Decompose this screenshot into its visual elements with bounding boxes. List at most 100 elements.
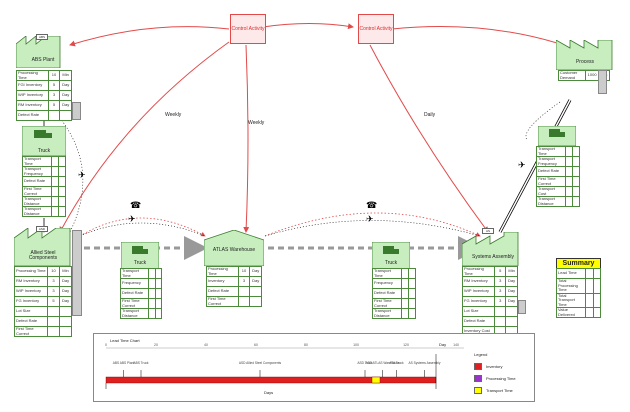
tick-label: 120 bbox=[403, 343, 409, 347]
factory-name: Allied Steel Components bbox=[28, 250, 58, 261]
transport-segment bbox=[371, 376, 381, 384]
table-row: First Time Correct bbox=[22, 186, 66, 197]
table-row: Transport Frequency bbox=[22, 166, 66, 177]
phone-icon: ☎ bbox=[366, 201, 377, 211]
tick-label: 60 bbox=[254, 343, 258, 347]
factory-icon bbox=[462, 232, 519, 266]
legend-item: Transport Time bbox=[474, 387, 524, 394]
table-row: First Time Correct bbox=[372, 298, 416, 309]
table-row: Defect Rate bbox=[206, 286, 262, 297]
table-row: Transport Distance bbox=[372, 308, 416, 319]
stage-label: ABS Truck bbox=[133, 361, 148, 365]
table-row: Total Processing Time bbox=[555, 278, 601, 294]
tick-label: 140 bbox=[453, 343, 459, 347]
table-row: Defect Rate bbox=[16, 110, 72, 121]
electronic-info-2 bbox=[79, 222, 206, 237]
pull-arc-1 bbox=[79, 217, 206, 237]
table-row: Transport Time bbox=[22, 156, 66, 167]
inventory-bar bbox=[72, 230, 82, 316]
factory-badge: ABS bbox=[36, 34, 48, 40]
table-row: Transport Time bbox=[536, 146, 580, 157]
stage-label: AS Systems Assembly bbox=[409, 361, 441, 365]
legend-item: Inventory bbox=[474, 363, 524, 370]
legend: Legend Inventory Processing Time Transpo… bbox=[474, 352, 524, 399]
table-row: Total Transport Time bbox=[555, 292, 601, 308]
inventory-bar bbox=[72, 102, 81, 120]
tick-label: 20 bbox=[154, 343, 158, 347]
info-flow-warehouse bbox=[243, 44, 250, 233]
phone-icon: ☎ bbox=[130, 201, 141, 211]
table-row: Frequency bbox=[120, 278, 163, 289]
lead-time-title: Lead Time Chart bbox=[110, 338, 140, 343]
table-row: Value Delivered bbox=[555, 307, 601, 318]
table-row: First Time Correct bbox=[206, 296, 262, 307]
factory-badge: ASD bbox=[36, 226, 48, 232]
table-row: Defect Rate bbox=[372, 288, 416, 299]
schedule-label: Daily bbox=[424, 112, 436, 118]
info-flow-systems bbox=[369, 44, 489, 233]
stage-label: ATA Truck bbox=[389, 361, 404, 365]
truck-name: Truck bbox=[384, 260, 398, 266]
info-flow-allied bbox=[59, 41, 230, 233]
truck-icon bbox=[22, 126, 66, 156]
control-box: Control Activity bbox=[357, 13, 394, 44]
schedule-label: Weekly bbox=[248, 120, 265, 126]
stage-label: ASD Allied Steel Components bbox=[239, 361, 282, 365]
summary-data-box: Lead Time Total Processing Time Total Tr… bbox=[555, 268, 601, 318]
legend-title: Legend bbox=[474, 352, 488, 357]
info-flow-controls bbox=[262, 23, 354, 30]
truck4-data-box: Transport Time Transport Frequency Defec… bbox=[536, 146, 580, 207]
warehouse-name: ATLAS Warehouse bbox=[212, 247, 256, 253]
table-row: Frequency bbox=[372, 278, 416, 289]
truck-icon bbox=[538, 126, 576, 146]
lead-time-bar bbox=[105, 376, 437, 384]
table-row: Transport Distance bbox=[22, 206, 66, 217]
truck1-data-box: Transport Time Transport Frequency Defec… bbox=[22, 156, 66, 217]
table-row: Transport Distance bbox=[120, 308, 163, 319]
table-row: First Time Correct bbox=[14, 326, 72, 337]
airplane-icon: ✈ bbox=[78, 171, 86, 181]
table-row: Defect Rate bbox=[536, 166, 580, 177]
table-row: Transport Frequency bbox=[536, 156, 580, 167]
lead-time-total: Day bbox=[439, 342, 447, 347]
table-row: Lot Size bbox=[461, 306, 518, 317]
inventory-bar bbox=[518, 300, 526, 314]
tick-label: 40 bbox=[204, 343, 208, 347]
table-row: Defect Rate bbox=[14, 316, 72, 327]
factory-badge: AS bbox=[482, 228, 494, 234]
lead-time-bottom-label: Days bbox=[264, 390, 274, 395]
table-row: Transport Time bbox=[372, 268, 416, 279]
info-flow-abs bbox=[69, 26, 230, 47]
factory-name: Systems Assembly bbox=[472, 254, 514, 260]
inventory-bar bbox=[598, 70, 607, 94]
control-box: Control Activity bbox=[229, 13, 266, 44]
stage-label: ABS ABS Plant bbox=[113, 361, 135, 365]
tick-label: 80 bbox=[304, 343, 308, 347]
stage-label: ASD Truck bbox=[357, 361, 373, 365]
truck-icon bbox=[372, 242, 410, 270]
airplane-icon: ✈ bbox=[128, 215, 136, 225]
tick-label: 0 bbox=[105, 343, 107, 347]
table-row: Defect Rate bbox=[120, 288, 163, 299]
warehouse-icon bbox=[204, 230, 264, 266]
info-flow-process bbox=[386, 25, 558, 44]
table-row: Defect Rate bbox=[461, 316, 518, 327]
